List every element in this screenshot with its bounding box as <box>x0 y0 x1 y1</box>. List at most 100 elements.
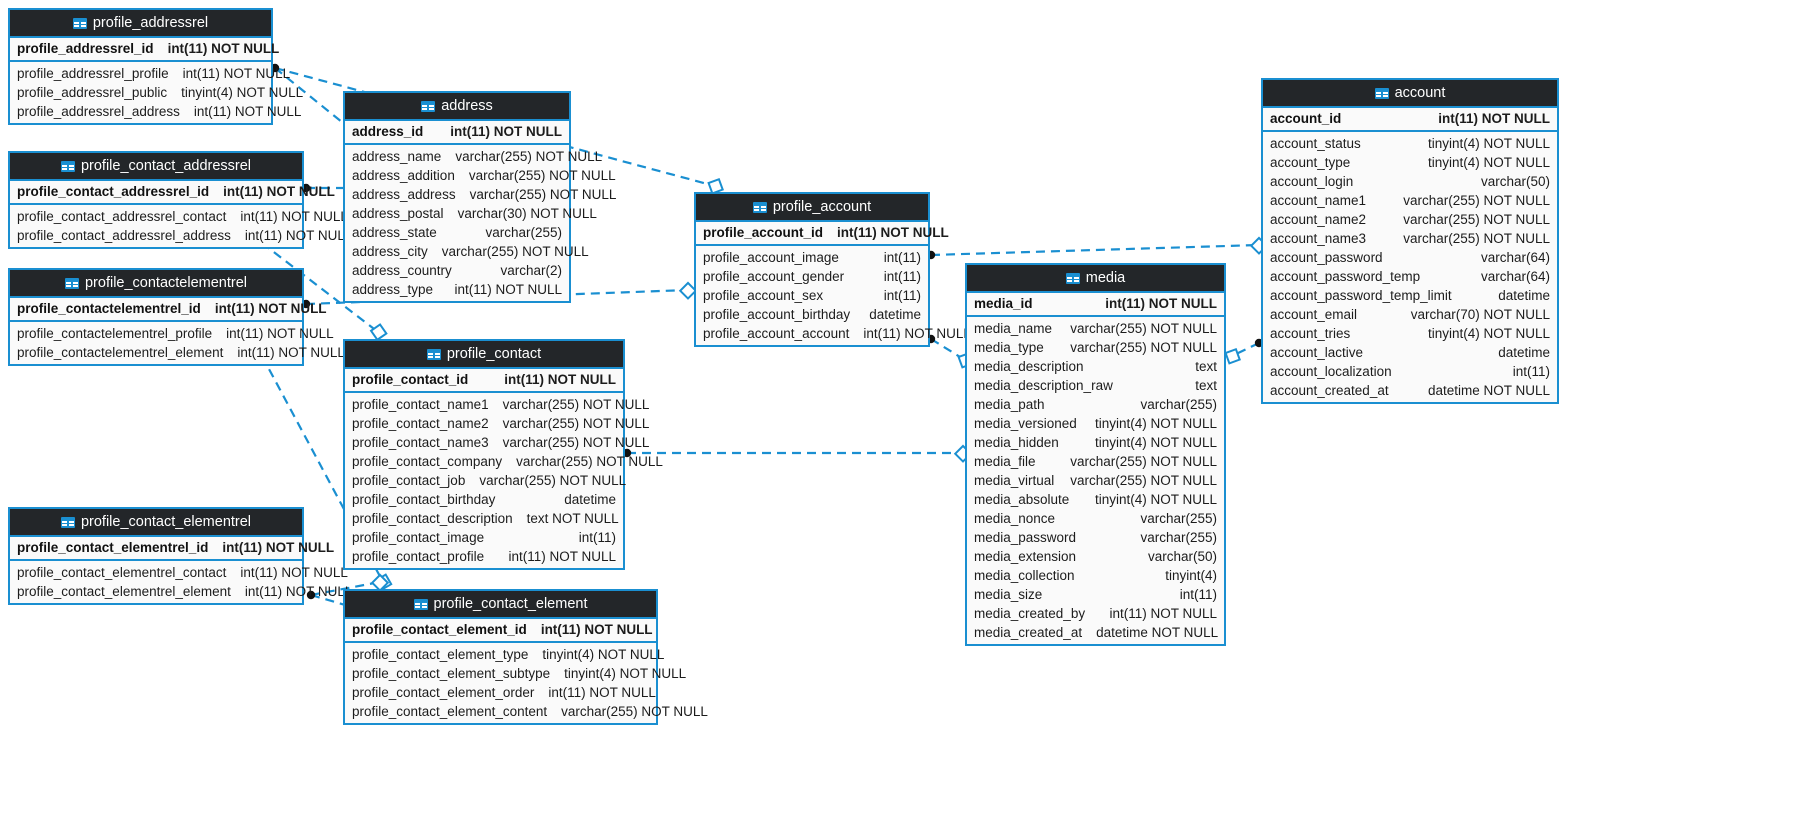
table-header-profile_contact_addressrel[interactable]: profile_contact_addressrel <box>10 153 302 181</box>
table-header-profile_contact_elementrel[interactable]: profile_contact_elementrel <box>10 509 302 537</box>
table-header-profile_contact[interactable]: profile_contact <box>345 341 623 369</box>
table-header-address[interactable]: address <box>345 93 569 121</box>
table-header-media[interactable]: media <box>967 265 1224 293</box>
table-header-profile_contactelementrel[interactable]: profile_contactelementrel <box>10 270 302 298</box>
table-header-profile_account[interactable]: profile_account <box>696 194 928 222</box>
table-header-profile_contact_element[interactable]: profile_contact_element <box>345 591 656 619</box>
table-header-profile_addressrel[interactable]: profile_addressrel <box>10 10 271 38</box>
field-name: media_created_at <box>974 625 1083 640</box>
table-header-account[interactable]: account <box>1263 80 1557 108</box>
field-name: media_absolute <box>974 492 1070 507</box>
field-name: profile_contact_elementrel_element <box>17 584 231 599</box>
